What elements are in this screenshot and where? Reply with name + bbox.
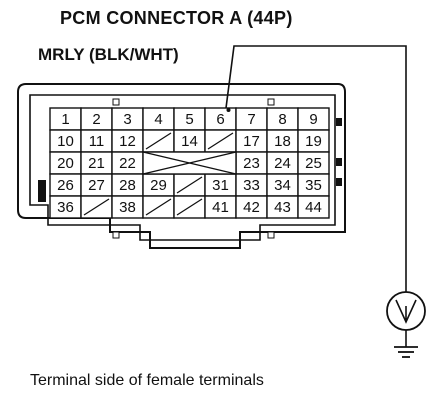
probe-contact <box>226 108 231 112</box>
blank-terminal-slash <box>176 176 203 194</box>
terminal-number: 12 <box>119 133 136 150</box>
blank-terminal-slash <box>176 198 203 216</box>
connector-inner-housing <box>29 94 336 241</box>
ground-icon <box>394 346 418 358</box>
terminal-number: 6 <box>216 111 224 128</box>
terminal-number: 22 <box>119 155 136 172</box>
latch-right-1 <box>336 118 342 126</box>
terminal-number: 3 <box>123 111 131 128</box>
terminal-number: 35 <box>305 177 322 194</box>
terminal-number: 14 <box>181 133 198 150</box>
connector-title: PCM CONNECTOR A (44P) <box>60 8 293 28</box>
terminal-number: 24 <box>274 155 291 172</box>
blank-block-cross <box>142 151 237 175</box>
key-bottom-1 <box>112 231 120 239</box>
terminal-number: 11 <box>89 133 105 150</box>
terminal-number: 9 <box>309 111 317 128</box>
terminal-number: 17 <box>243 133 260 150</box>
diagram-caption: Terminal side of female terminals <box>30 372 264 389</box>
terminal-number: 26 <box>57 177 74 194</box>
terminal-cell-44 <box>297 195 330 219</box>
terminal-number: 43 <box>274 199 291 216</box>
terminal-number: 25 <box>305 155 322 172</box>
terminal-number: 19 <box>305 133 322 150</box>
latch-right-3 <box>336 178 342 186</box>
wire-label: MRLY (BLK/WHT) <box>38 45 179 64</box>
latch-right-2 <box>336 158 342 166</box>
terminal-number: 29 <box>150 177 167 194</box>
blank-terminal-slash <box>145 198 172 216</box>
terminal-number: 4 <box>154 111 162 128</box>
terminal-number: 42 <box>243 199 260 216</box>
terminal-number: 44 <box>305 199 322 216</box>
terminal-number: 18 <box>274 133 291 150</box>
blank-terminal-slash <box>207 132 234 150</box>
locking-tab <box>38 180 46 202</box>
terminal-number: 36 <box>57 199 74 216</box>
terminal-number: 41 <box>212 199 229 216</box>
terminal-number: 34 <box>274 177 291 194</box>
terminal-number: 28 <box>119 177 136 194</box>
key-top-2 <box>267 98 275 106</box>
key-top-1 <box>112 98 120 106</box>
terminal-number: 20 <box>57 155 74 172</box>
connector-outer-housing <box>17 83 346 249</box>
terminal-number: 7 <box>247 111 255 128</box>
terminal-number: 27 <box>88 177 105 194</box>
terminal-number: 31 <box>212 177 229 194</box>
blank-terminal-slash <box>145 132 172 150</box>
terminal-number: 23 <box>243 155 260 172</box>
terminal-number: 5 <box>185 111 193 128</box>
voltmeter-needle <box>395 299 417 324</box>
terminal-number: 33 <box>243 177 260 194</box>
terminal-number: 21 <box>88 155 105 172</box>
probe-wire <box>225 45 407 292</box>
terminal-number: 2 <box>92 111 100 128</box>
terminal-number: 10 <box>57 133 74 150</box>
terminal-number: 38 <box>119 199 136 216</box>
key-bottom-2 <box>267 231 275 239</box>
terminal-number: 8 <box>278 111 286 128</box>
blank-terminal-slash <box>83 198 110 216</box>
terminal-number: 1 <box>61 111 69 128</box>
